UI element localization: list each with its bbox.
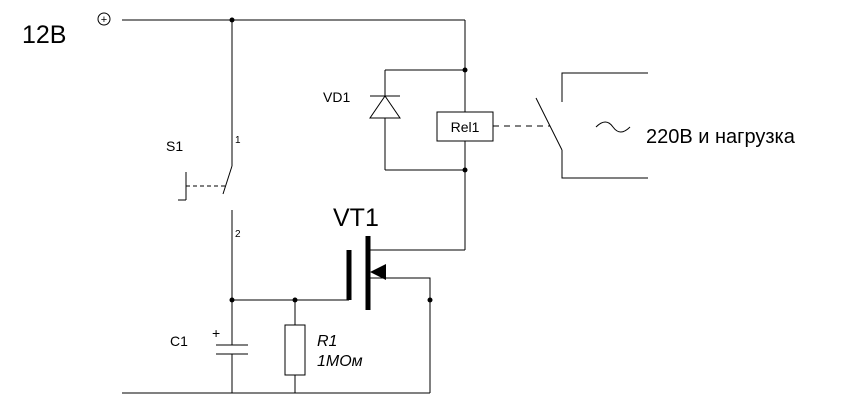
arrow-icon	[370, 264, 386, 280]
positive-terminal-icon: +	[97, 12, 111, 26]
supply-polarity: +	[101, 14, 107, 26]
supply-label: 12B	[22, 21, 66, 49]
capacitor-c1	[216, 300, 248, 393]
relay-ref: Rel1	[451, 119, 480, 135]
diode-ref: VD1	[323, 89, 350, 105]
ac-symbol-icon	[595, 121, 631, 133]
resistor-value: 1МОм	[317, 353, 363, 370]
switch-pin-2: 2	[235, 229, 241, 240]
transistor-ref: VT1	[333, 204, 379, 232]
load-label: 220В и нагрузка	[646, 126, 796, 148]
resistor-r1	[284, 300, 306, 393]
capacitor-polarity: +	[212, 325, 220, 341]
transistor-vt1	[346, 236, 465, 310]
switch-s1	[178, 20, 233, 300]
switch-ref: S1	[166, 138, 183, 154]
capacitor-ref: C1	[170, 333, 188, 349]
switch-pin-1: 1	[235, 135, 241, 146]
diode-vd1	[369, 70, 401, 170]
relay-contact	[535, 72, 648, 179]
relay-rel1: Rel1	[436, 111, 494, 142]
resistor-ref: R1	[317, 333, 337, 350]
